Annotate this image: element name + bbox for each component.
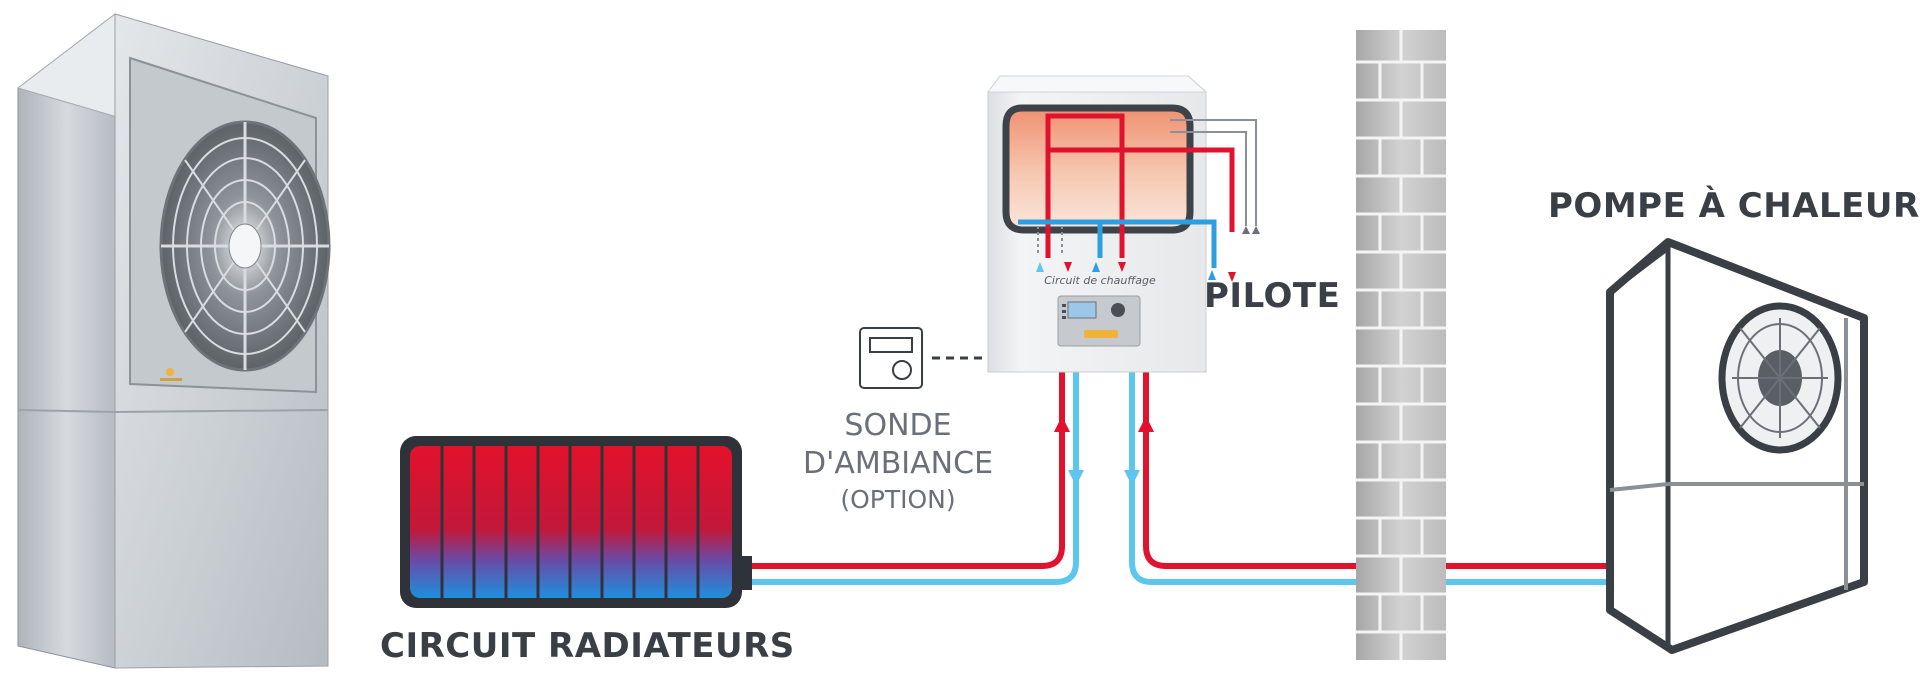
ambient-probe-line-1: SONDE <box>844 408 952 443</box>
radiator-circuit-label: CIRCUIT RADIATEURS <box>380 626 795 666</box>
brick-wall <box>1356 30 1446 660</box>
ambient-probe-line-3: (OPTION) <box>840 485 956 514</box>
heat-pump-label: POMPE À CHALEUR <box>1548 186 1920 226</box>
ambient-probe-line-2: D'AMBIANCE <box>802 446 994 481</box>
heat-pump-fan-icon <box>1718 302 1842 454</box>
radiator-hot-pipe <box>747 369 1065 569</box>
brand-logo-icon <box>160 368 182 381</box>
heat-pump-outline-icon <box>1606 238 1868 654</box>
pilot-label: PILOTE <box>1204 276 1341 316</box>
pilot-panel-caption: Circuit de chauffage <box>1044 274 1156 287</box>
heatpump-hot-pipe <box>1143 369 1611 569</box>
radiator-cold-pipe <box>747 369 1079 585</box>
pilot-unit-icon <box>987 75 1260 373</box>
ambient-probe-label: SONDE D'AMBIANCE (OPTION) <box>800 407 996 517</box>
flow-arrows-icon <box>1054 416 1154 486</box>
outdoor-unit-photo <box>16 12 331 669</box>
pipe-network <box>747 369 1611 585</box>
heatpump-cold-pipe <box>1129 369 1611 585</box>
fan-icon <box>159 120 331 372</box>
radiator-icon <box>400 436 752 608</box>
room-thermostat-icon <box>859 327 984 389</box>
